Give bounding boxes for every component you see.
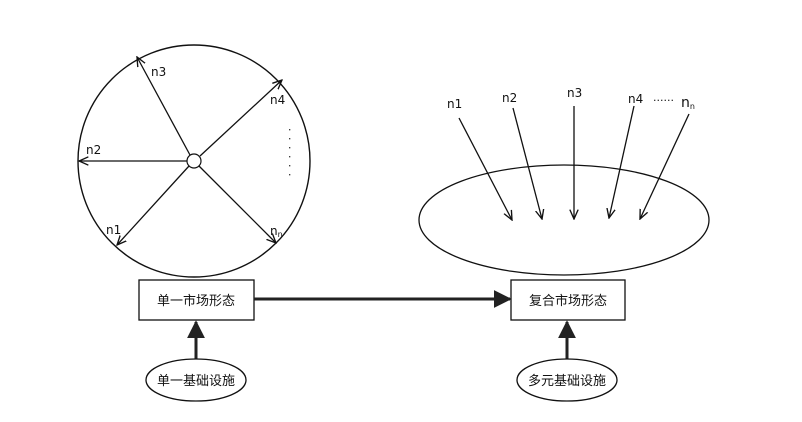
arrow-n2	[512, 107, 542, 219]
single-market-form-label: 单一市场形态	[157, 293, 235, 309]
spoke-n3	[137, 57, 191, 156]
single-market-form-box	[138, 279, 255, 321]
label-n2: n2	[86, 143, 101, 157]
label-nn: nn	[270, 224, 283, 239]
single-infra-ellipse	[145, 358, 247, 402]
composite-market-form-label: 复合市场形态	[529, 293, 607, 309]
arrow-n4	[609, 105, 635, 218]
multi-infra-ellipse	[516, 358, 618, 402]
arrow-n1	[458, 117, 512, 220]
multi-infra-label: 多元基础设施	[528, 373, 606, 389]
center-node	[186, 153, 202, 169]
label-n3: n3	[151, 65, 166, 79]
label-n4: n4	[270, 93, 285, 107]
arrow-nn	[640, 113, 690, 219]
label-right-n4: n4	[628, 92, 643, 106]
label-right-n2: n2	[502, 91, 517, 105]
composite-market-ellipse	[418, 164, 710, 276]
composite-market-form-box	[510, 279, 626, 321]
horizontal-ellipsis: ......	[653, 91, 674, 104]
single-infra-label: 单一基础设施	[157, 374, 235, 389]
spoke-n4	[199, 80, 282, 157]
label-right-n3: n3	[567, 86, 582, 100]
label-right-nn: nn	[681, 95, 695, 111]
spoke-nn	[198, 165, 276, 243]
label-n1: n1	[106, 223, 121, 237]
label-right-n1: n1	[447, 97, 462, 111]
vertical-ellipsis: · · · · · ·	[283, 128, 296, 177]
spoke-n1	[117, 165, 190, 245]
